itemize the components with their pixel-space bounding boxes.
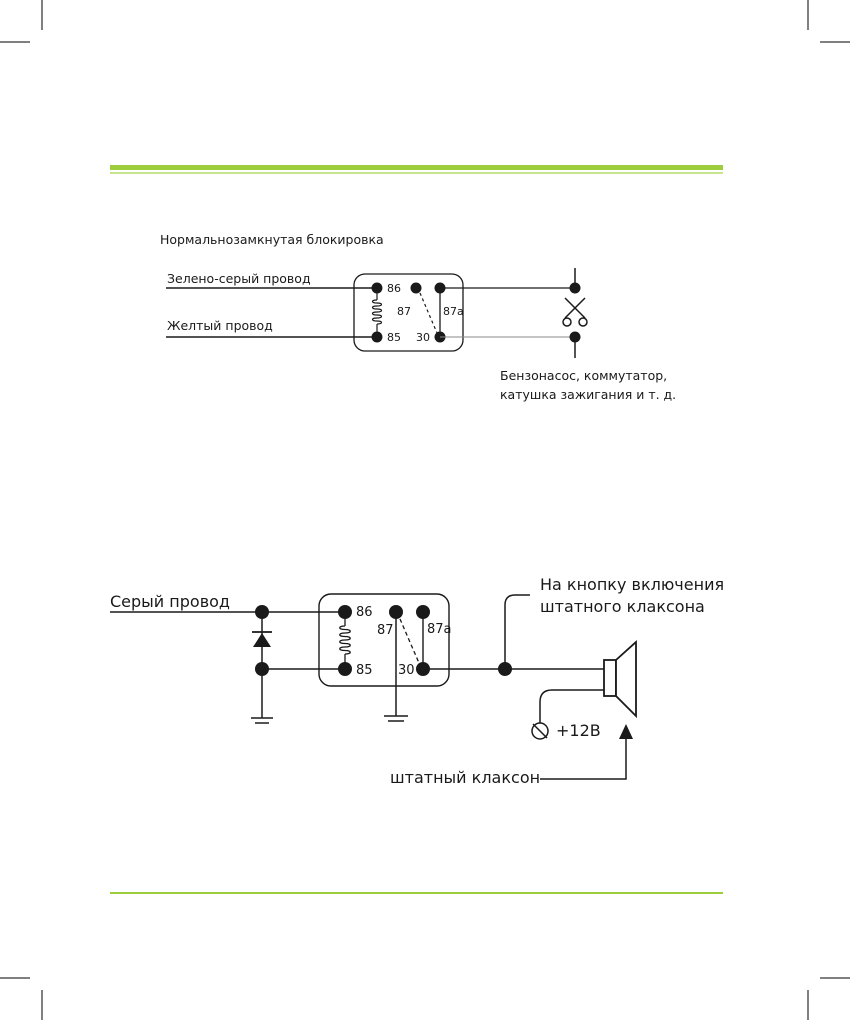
pin-86-label: 86 xyxy=(387,282,401,295)
diagram1-title: Нормальнозамкнутая блокировка xyxy=(160,232,384,247)
pin-86-dot xyxy=(371,282,383,294)
supply-label: +12В xyxy=(556,721,601,740)
wire-to-horn-button xyxy=(504,594,530,669)
header-rule xyxy=(110,165,723,174)
scissors-icon xyxy=(562,297,588,327)
wire-supply-12v xyxy=(539,689,604,723)
relay-coil-icon xyxy=(339,612,351,669)
cut-node-bottom xyxy=(569,331,581,343)
node-grey-diode-top xyxy=(255,605,269,619)
pin-87a-label: 87a xyxy=(427,622,452,637)
ground-icon xyxy=(251,717,273,724)
load-label-line1: Бензонасос, коммутатор, xyxy=(500,368,667,383)
wire-label-grey: Серый провод xyxy=(110,592,230,611)
pin-85-dot xyxy=(338,662,352,676)
switch-arm-dashed xyxy=(419,292,438,334)
node-grey-diode-bottom xyxy=(255,662,269,676)
horn-label: штатный клаксон xyxy=(390,768,540,787)
ground-icon xyxy=(384,715,408,722)
pin-86-label: 86 xyxy=(356,605,373,620)
pin-30-label: 30 xyxy=(416,331,430,344)
pin-86-dot xyxy=(338,605,352,619)
wire-label-yellow: Желтый провод xyxy=(167,318,273,333)
horn-button-label-line1: На кнопку включения xyxy=(540,575,724,594)
wire-label-green-grey: Зелено-серый провод xyxy=(167,271,311,286)
relay-2-body xyxy=(318,593,450,687)
arrowhead xyxy=(619,724,633,739)
horn-icon xyxy=(603,639,637,719)
horn-button-label-line2: штатного клаксона xyxy=(540,597,705,616)
pin-30-label: 30 xyxy=(398,663,415,678)
pin-87-label: 87 xyxy=(397,305,411,318)
fuse-icon xyxy=(531,722,549,740)
diagram-normally-closed-lock: Нормальнозамкнутая блокировка Зелено-сер… xyxy=(160,232,676,402)
diode-icon xyxy=(252,631,272,647)
load-label-line2: катушка зажигания и т. д. xyxy=(500,387,676,402)
footer-rule xyxy=(110,892,723,894)
horn-label-arrow xyxy=(540,738,627,780)
pin-85-dot xyxy=(371,331,383,343)
relay-1-body xyxy=(353,273,464,352)
pin-87-label: 87 xyxy=(377,623,394,638)
relay-coil-icon xyxy=(371,288,383,337)
diagram-horn: Серый провод xyxy=(110,575,724,787)
cut-node-top xyxy=(569,282,581,294)
switch-arm-dashed xyxy=(399,618,420,664)
pin-87-dot xyxy=(410,282,422,294)
pin-85-label: 85 xyxy=(356,663,373,678)
pin-85-label: 85 xyxy=(387,331,401,344)
pin-87a-label: 87a xyxy=(443,305,464,318)
